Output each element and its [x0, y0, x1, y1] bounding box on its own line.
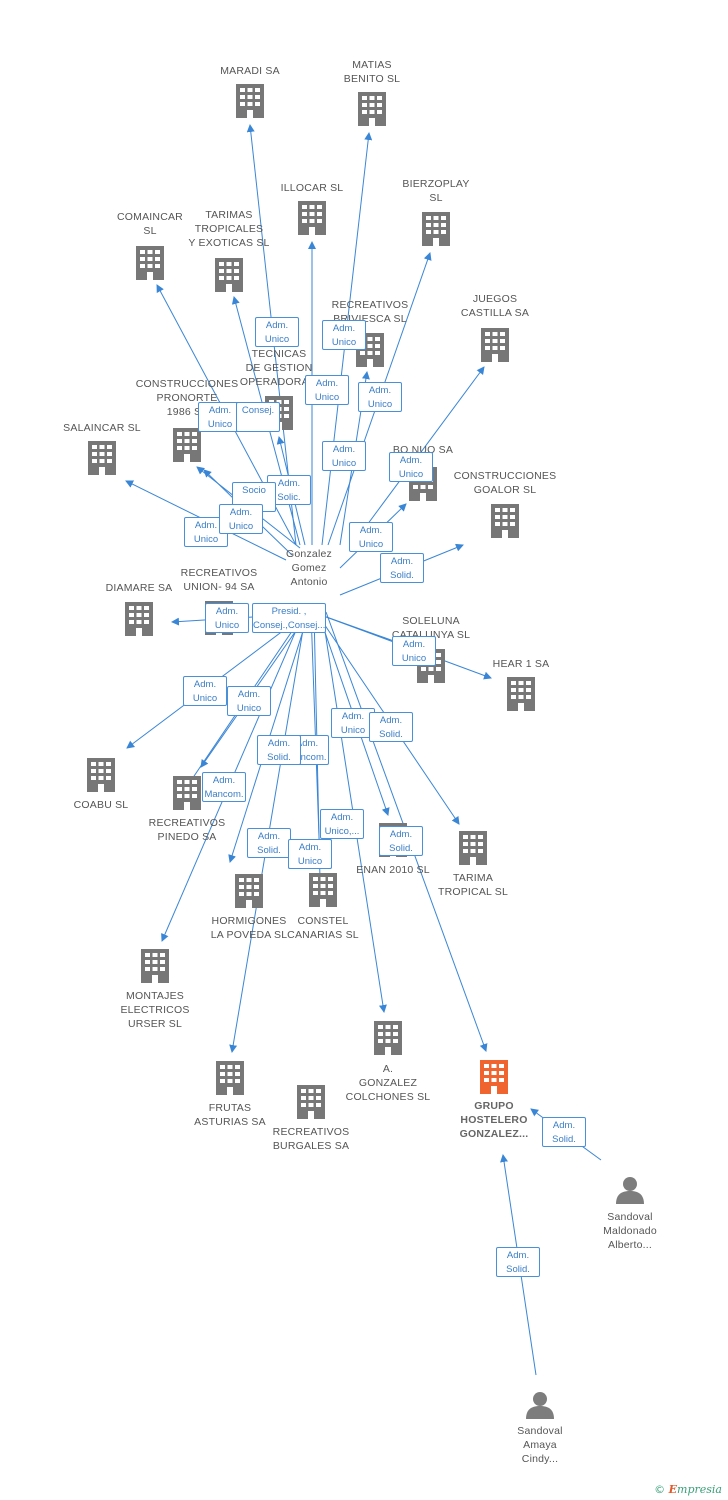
- company-label[interactable]: TARIMA TROPICAL SL: [437, 872, 509, 898]
- company-label[interactable]: FRUTAS ASTURIAS SA: [194, 1102, 266, 1128]
- company-label[interactable]: A. GONZALEZ COLCHONES SL: [345, 1063, 431, 1103]
- company-label[interactable]: MONTAJES ELECTRICOS URSER SL: [120, 990, 190, 1030]
- company-label[interactable]: ENAN 2010 SL: [356, 864, 430, 876]
- building-icon[interactable]: [459, 831, 487, 865]
- relation-label[interactable]: Presid. , Consej.,Consej....: [252, 603, 326, 633]
- relation-label[interactable]: Adm. Unico: [219, 504, 263, 534]
- company-label[interactable]: SALAINCAR SL: [63, 422, 141, 434]
- relation-label[interactable]: Adm. Solid.: [257, 735, 301, 765]
- person-label[interactable]: Sandoval Amaya Cindy...: [517, 1425, 563, 1465]
- relation-label[interactable]: Adm. Solid.: [369, 712, 413, 742]
- building-icon[interactable]: [125, 602, 153, 636]
- company-label[interactable]: TECNICAS DE GESTION OPERADORA...: [239, 348, 319, 388]
- relation-label[interactable]: Adm. Solid.: [247, 828, 291, 858]
- relation-label[interactable]: Adm. Unico: [198, 402, 242, 432]
- relation-label[interactable]: Consej.: [236, 402, 280, 432]
- company-label[interactable]: COMAINCAR SL: [117, 211, 183, 237]
- copyright-symbol: ©: [654, 1483, 666, 1496]
- relation-label[interactable]: Adm. Unico: [392, 636, 436, 666]
- company-label[interactable]: CONSTEL CANARIAS SL: [287, 915, 359, 941]
- relation-label[interactable]: Adm. Unico: [322, 441, 366, 471]
- company-label[interactable]: RECREATIVOS UNION- 94 SA: [180, 567, 258, 593]
- company-label[interactable]: TARIMAS TROPICALES Y EXOTICAS SL: [188, 209, 270, 249]
- relation-label[interactable]: Adm. Unico: [255, 317, 299, 347]
- brand-name: mpresia: [677, 1483, 722, 1496]
- building-icon[interactable]: [236, 84, 264, 118]
- building-icon[interactable]: [216, 1061, 244, 1095]
- company-label[interactable]: ILLOCAR SL: [280, 182, 344, 194]
- company-label[interactable]: RECREATIVOS PINEDO SA: [148, 817, 226, 843]
- building-icon[interactable]: [507, 677, 535, 711]
- building-icon[interactable]: [136, 246, 164, 280]
- relation-label[interactable]: Adm. Solid.: [542, 1117, 586, 1147]
- company-label[interactable]: DIAMARE SA: [105, 582, 173, 594]
- brand-initial: E: [668, 1483, 678, 1496]
- person-icon[interactable]: [526, 1392, 554, 1419]
- person-label[interactable]: Gonzalez Gomez Antonio: [286, 548, 332, 588]
- relation-label[interactable]: Adm. Unico: [183, 676, 227, 706]
- building-icon[interactable]: [309, 873, 337, 907]
- company-label[interactable]: HEAR 1 SA: [492, 658, 550, 670]
- building-icon[interactable]: [298, 201, 326, 235]
- person-label[interactable]: Sandoval Maldonado Alberto...: [603, 1211, 657, 1251]
- building-icon[interactable]: [481, 328, 509, 362]
- relation-label[interactable]: Adm. Unico: [288, 839, 332, 869]
- relation-label[interactable]: Adm. Unico,...: [320, 809, 364, 839]
- company-label[interactable]: CONSTRUCCIONES PRONORTE 1986 SL: [135, 378, 239, 418]
- building-icon[interactable]: [173, 776, 201, 810]
- relation-label[interactable]: Adm. Unico: [349, 522, 393, 552]
- company-label[interactable]: MARADI SA: [220, 65, 280, 77]
- building-icon[interactable]: [422, 212, 450, 246]
- building-icon[interactable]: [173, 428, 201, 462]
- relation-label[interactable]: Adm. Solic.: [267, 475, 311, 505]
- building-icon[interactable]: [374, 1021, 402, 1055]
- relation-label[interactable]: Adm. Solid.: [496, 1247, 540, 1277]
- building-icon[interactable]: [87, 758, 115, 792]
- relation-label[interactable]: Adm. Unico: [305, 375, 349, 405]
- company-label[interactable]: JUEGOS CASTILLA SA: [460, 293, 530, 319]
- company-label[interactable]: COABU SL: [73, 799, 129, 811]
- company-label[interactable]: CONSTRUCCIONES GOALOR SL: [453, 470, 557, 496]
- building-icon[interactable]: [215, 258, 243, 292]
- building-icon[interactable]: [141, 949, 169, 983]
- focus-company-icon[interactable]: [480, 1060, 508, 1094]
- relation-label[interactable]: Adm. Unico: [322, 320, 366, 350]
- relation-label[interactable]: Adm. Unico: [227, 686, 271, 716]
- building-icon[interactable]: [297, 1085, 325, 1119]
- building-icon[interactable]: [235, 874, 263, 908]
- building-icon[interactable]: [88, 441, 116, 475]
- relation-label[interactable]: Adm. Unico: [205, 603, 249, 633]
- person-icon[interactable]: [616, 1177, 644, 1204]
- company-label[interactable]: GRUPO HOSTELERO GONZALEZ...: [459, 1100, 529, 1140]
- relation-label[interactable]: Adm. Mancom.: [202, 772, 246, 802]
- company-label[interactable]: RECREATIVOS BURGALES SA: [272, 1126, 350, 1152]
- relation-label[interactable]: Adm. Solid.: [380, 553, 424, 583]
- relation-label[interactable]: Adm. Unico: [358, 382, 402, 412]
- relation-label[interactable]: Adm. Unico: [331, 708, 375, 738]
- building-icon[interactable]: [491, 504, 519, 538]
- company-label[interactable]: BIERZOPLAY SL: [402, 178, 470, 204]
- relation-label[interactable]: Adm. Unico: [389, 452, 433, 482]
- company-label[interactable]: HORMIGONES LA POVEDA SL: [210, 915, 288, 941]
- building-icon[interactable]: [358, 92, 386, 126]
- relation-label[interactable]: Adm. Solid.: [379, 826, 423, 856]
- empresia-watermark: © Empresia: [654, 1483, 722, 1496]
- company-label[interactable]: MATIAS BENITO SL: [343, 59, 401, 85]
